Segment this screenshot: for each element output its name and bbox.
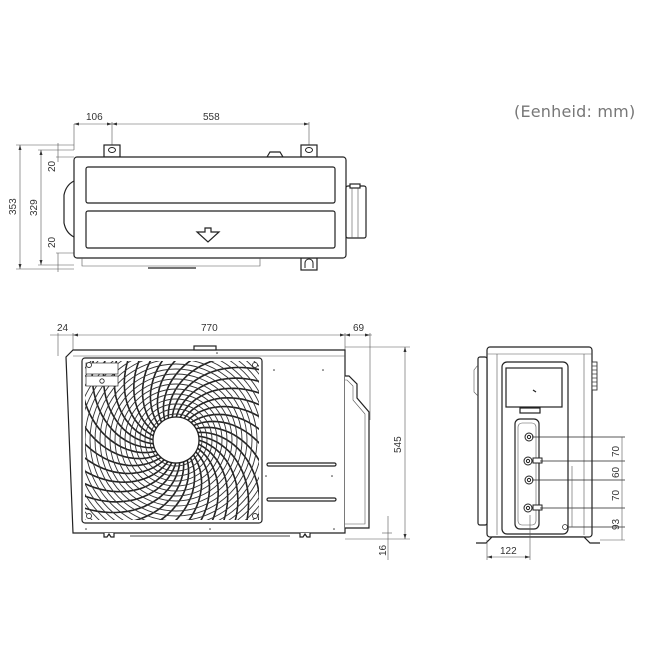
dim-20-bottom: 20 [47,236,58,248]
valve-cover-top [345,183,367,239]
valve-leaders [532,436,625,541]
side-grille-vents [591,361,598,391]
panel-dots [85,352,335,530]
dim-70-bottom: 70 [611,489,622,501]
side-base [476,536,600,544]
unit-note: (Eenheid: mm) [514,102,636,121]
mounting-brackets [103,144,318,271]
top-view: 106 558 353 329 20 20 [8,112,367,272]
dim-93: 93 [611,518,622,530]
dim-60: 60 [611,466,622,478]
top-width-dimensions: 106 558 [73,112,310,150]
fan-hub [152,416,200,464]
dim-70-top: 70 [611,445,622,457]
panel-slots [266,462,337,502]
dim-545: 545 [393,436,404,453]
dim-69: 69 [353,323,365,334]
dim-20-top: 20 [47,160,58,172]
guard-screws [86,362,258,519]
side-view: 70 60 70 93 122 [473,346,625,560]
top-panel-upper [85,166,336,204]
dim-558: 558 [203,112,220,123]
front-feet [103,532,311,538]
left-bulge [63,180,75,238]
front-view: 24 770 69 545 16 [50,323,410,560]
dim-353: 353 [8,198,19,215]
fan-grille [85,361,259,520]
dim-122: 122 [500,546,517,557]
dim-16: 16 [378,544,389,556]
dim-770: 770 [201,323,218,334]
dim-106: 106 [86,112,103,123]
front-height-dimensions: 545 16 [345,346,410,560]
valve-panel [514,418,540,530]
dim-24: 24 [57,323,69,334]
pipe-cover [345,375,370,529]
top-depth-dimensions: 353 329 20 20 [8,143,74,272]
down-arrow-icon [195,227,221,243]
dim-329: 329 [29,199,40,216]
